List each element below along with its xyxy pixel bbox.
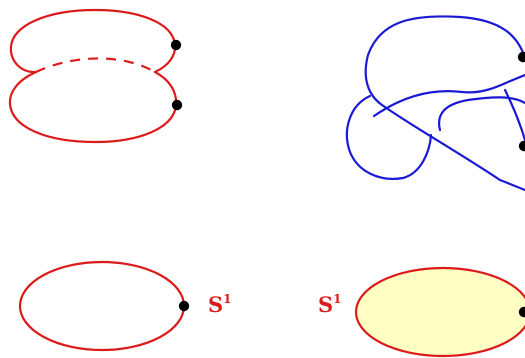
lower-loop — [8, 70, 178, 144]
marked-point — [170, 39, 182, 51]
disk-region — [354, 266, 525, 358]
disk-label-superscript: 1 — [333, 292, 341, 306]
marked-point — [518, 140, 525, 152]
circle-label-superscript: 1 — [223, 292, 231, 306]
marked-point — [171, 99, 183, 111]
circle-label: S1 — [208, 292, 232, 317]
marked-point — [517, 51, 525, 63]
upper-loop — [9, 8, 177, 74]
two-loops-figure — [8, 8, 183, 144]
knot-strand — [503, 88, 525, 142]
knot-diagram — [345, 15, 525, 192]
circle-figure: S1 — [18, 260, 232, 352]
circle-curve — [18, 260, 186, 352]
knot-strand — [438, 96, 525, 132]
knot-strand — [364, 15, 525, 192]
marked-point — [178, 300, 190, 312]
circle-label-base: S — [208, 292, 223, 317]
knot-strand — [345, 94, 433, 180]
marked-point — [518, 306, 525, 318]
knot-strand — [372, 73, 525, 118]
disk-boundary-label: S1 — [318, 292, 342, 317]
disk-figure: S1 — [318, 266, 525, 358]
upper-loop-hidden-part — [35, 57, 156, 73]
disk-label-base: S — [318, 292, 333, 317]
upper-loop-front-arc — [153, 43, 177, 74]
